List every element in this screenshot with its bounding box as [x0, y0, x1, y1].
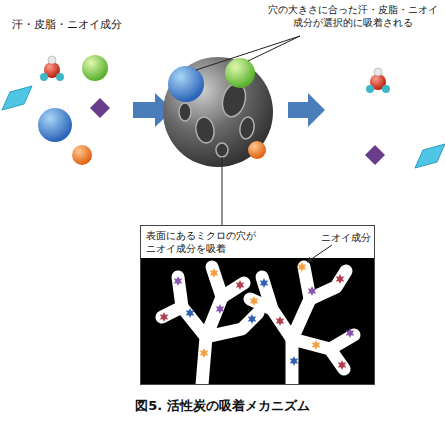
odor-molecule [200, 348, 209, 358]
micro-pores [162, 267, 354, 385]
odor-molecule [236, 280, 245, 290]
water-molecule [40, 56, 64, 81]
odor-molecule [308, 286, 317, 296]
hydrogen-atom [48, 56, 56, 64]
odor-molecule [186, 308, 195, 318]
pore-channel [292, 335, 354, 349]
pore-channel [310, 271, 346, 299]
callout-label: ニオイ成分 [321, 232, 375, 244]
pore-channel [206, 313, 258, 337]
odor-molecule [312, 340, 321, 350]
charcoal-particle [163, 57, 273, 167]
sweat-particle [38, 108, 72, 142]
sebum-particle [82, 55, 108, 81]
odor-molecule [210, 268, 219, 278]
closeup-note: 表面にあるミクロの穴が ニオイ成分を吸着 [146, 230, 281, 255]
leader-line [196, 36, 300, 70]
pore [179, 103, 191, 121]
hydrogen-atom [374, 68, 382, 76]
odor-molecule [290, 356, 299, 366]
odor-molecule [276, 316, 285, 326]
odor-molecule [338, 360, 347, 370]
odor-particle [2, 86, 32, 110]
activated-charcoal [163, 57, 273, 167]
pore [216, 143, 228, 157]
closeup-box: 表面にあるミクロの穴が ニオイ成分を吸着 ニオイ成分 [140, 225, 375, 385]
odor-particle [72, 145, 92, 165]
pore-closeup [140, 225, 375, 385]
sebum-particle [225, 58, 255, 88]
odor-molecule [298, 262, 307, 272]
odor-molecule [160, 312, 169, 322]
carbon-body [140, 258, 375, 385]
odor-molecule [174, 276, 183, 286]
odor-molecule [336, 274, 345, 284]
particle-label: 汗・皮脂・ニオイ成分 [12, 18, 152, 32]
odor-particle [365, 145, 385, 165]
odor-molecules [160, 262, 355, 370]
hydrogen-atom [382, 85, 390, 93]
odor-molecule [216, 304, 225, 314]
pointer-arrow [307, 245, 332, 262]
water-molecule [366, 68, 390, 93]
pore-channel [162, 307, 206, 385]
adsorption-note: 穴の大きさに合った汗・皮脂・ニオイ 成分が選択的に吸着される [260, 4, 445, 29]
closeup-background [140, 225, 375, 385]
leader-line [248, 36, 300, 61]
pore [194, 116, 216, 145]
hydrogen-atom [366, 85, 374, 93]
odor-molecule [346, 328, 355, 338]
pore-channel [262, 277, 292, 385]
odor-particle [90, 98, 110, 118]
sweat-particle [168, 66, 204, 102]
odor-particle [248, 141, 266, 159]
figure-caption: 図5. 活性炭の吸着メカニズム [0, 398, 445, 414]
odor-molecule [250, 296, 259, 306]
zoom-leader [222, 157, 223, 225]
odor-molecule [260, 278, 269, 288]
odor-molecule [248, 314, 257, 324]
hydrogen-atom [40, 73, 48, 81]
hydrogen-atom [56, 73, 64, 81]
odor-particle [415, 144, 445, 168]
flow-arrow [288, 93, 325, 127]
pore [238, 116, 256, 140]
